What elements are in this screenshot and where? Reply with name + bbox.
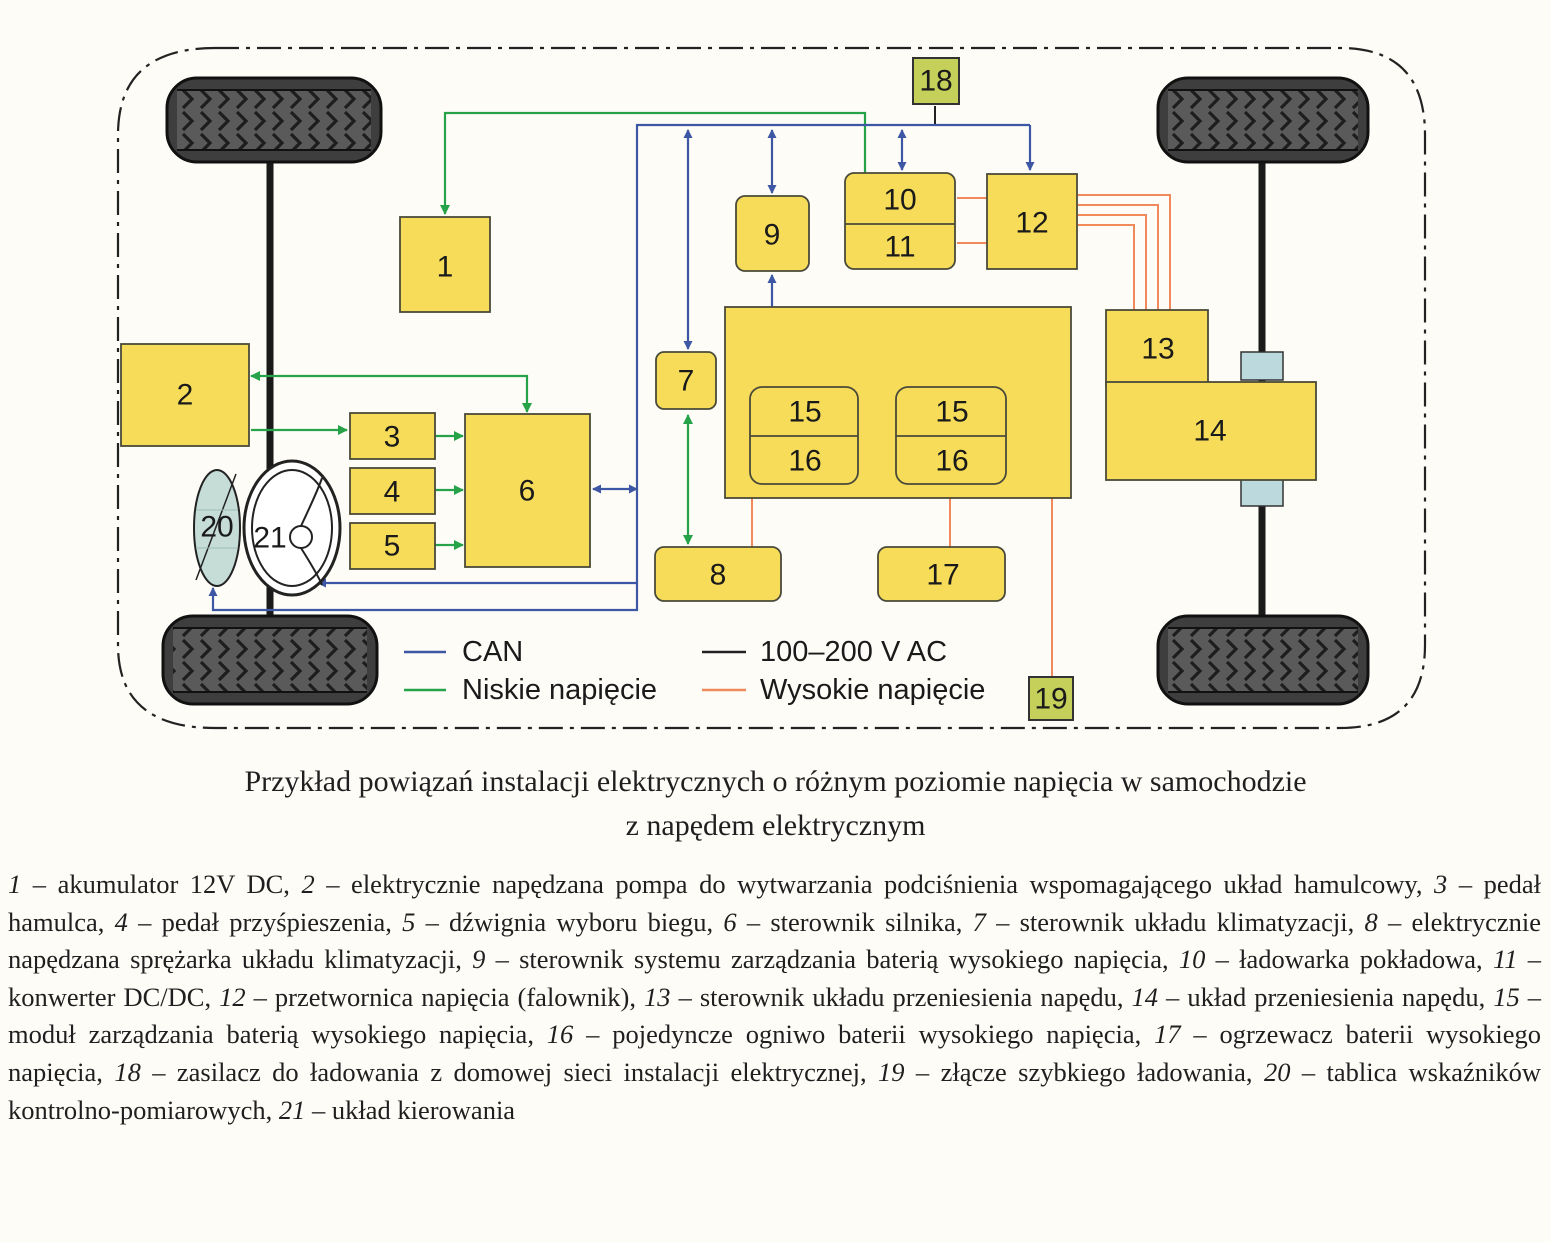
desc-item-13: 13 – sterownik układu przeniesienia napę… [644,981,1132,1012]
desc-item-7: 7 – sterownik układu klimatyzacji, [972,906,1365,937]
block-label: 5 [384,530,401,563]
block-4-box [349,467,436,515]
block-label: 8 [710,559,727,592]
block-label: 3 [384,421,401,454]
legend-can-label: CAN [462,636,523,668]
block-label: 7 [678,365,695,398]
desc-item-19: 19 – złącze szybkiego ładowania, [878,1056,1264,1087]
legend-high-label: Wysokie napięcie [760,674,985,706]
block-label: 1 [437,251,454,284]
desc-item-21: 21 – układ kierowania [278,1094,516,1125]
block-label: 9 [764,219,781,252]
block-label: 4 [384,476,401,509]
desc-item-6: 6 – sterownik silnika, [723,906,973,937]
block-13-box [1105,309,1209,387]
desc-item-11: 11 – konwerter DC/DC, [8,944,1542,1012]
tire-rear-left [161,614,379,706]
block-label: 14 [1193,415,1226,448]
desc-item-5: 5 – dźwignia wyboru biegu, [402,906,724,937]
block-5-box [349,522,436,570]
block-label: 11 [884,231,915,264]
block-18-box [912,57,960,105]
block-label: 16 [935,445,968,478]
block-17-box [877,546,1006,602]
legend-ac-label: 100–200 V AC [760,636,947,668]
block-label: 2 [177,379,194,412]
block-label: 12 [1015,207,1048,240]
block-label: 21 [253,522,286,555]
block-label: 19 [1034,683,1067,716]
desc-item-15: 15 – moduł zarządzania baterią wysokiego… [8,981,1542,1050]
block-label: 15 [788,396,821,429]
tire-rear-right [1156,614,1370,706]
block-8-box [654,546,782,602]
desc-item-4: 4 – pedał przyśpieszenia, [114,906,403,937]
instrument-cluster-needle [195,473,237,581]
figure-caption-line-1: Przykład powiązań instalacji elektryczny… [244,765,1307,798]
low-voltage-wiring [250,111,867,550]
block-7-box [655,351,717,410]
tire-front-left [165,76,383,164]
block-1-box [399,216,491,313]
high-voltage-wiring [751,194,1171,678]
block-19-box [1028,676,1074,721]
block-9-box [735,195,810,272]
block-label: 20 [200,511,233,544]
desc-item-14: 14 – układ przeniesienia napędu, [1131,981,1494,1012]
right-axle-coupling-bottom [1240,477,1284,507]
block-2-box [120,343,250,447]
desc-item-12: 12 – przetwornica napięcia (falownik), [219,981,645,1012]
desc-item-8: 8 – elektrycznie napędzana sprężarka ukł… [8,906,1541,975]
block-10-11-box [844,172,956,270]
diagram-legend: CAN Niskie napięcie 100–200 V AC Wysokie… [404,636,985,706]
vehicle-outline [116,46,1427,730]
block-label: 16 [788,445,821,478]
right-axle-coupling-top [1240,351,1284,381]
steering-wheel-icon [242,459,342,597]
block-label: 13 [1141,333,1174,366]
block-12-box [986,173,1078,270]
instrument-cluster-icon [193,469,241,587]
block-14-box [1105,381,1317,481]
tire-front-right [1156,76,1370,164]
desc-item-9: 9 – sterownik systemu zarządzania bateri… [472,944,1179,975]
vehicle-wiring-diagram: 1 2 3 4 5 6 7 8 9 10 11 12 13 14 15 16 1… [116,46,1427,730]
block-label: 17 [926,559,959,592]
desc-item-10: 10 – ładowarka pokładowa, [1178,944,1493,975]
block-label: 18 [919,65,952,98]
desc-item-16: 16 – pojedyncze ogniwo baterii wysokiego… [546,1019,1155,1050]
desc-item-3: 3 – pedał hamulca, [8,869,1541,937]
block-6-box [464,413,591,568]
figure-caption-line-2: z napędem elektrycznym [625,809,926,842]
desc-item-20: 20 – tablica wskaźników kontrolno-pomiar… [8,1056,1541,1125]
block-label: 15 [935,396,968,429]
desc-item-1: 1 – akumulator 12V DC, [8,869,302,899]
legend-low-label: Niskie napięcie [462,674,657,706]
block-label: 6 [519,475,536,508]
block-3-box [349,412,436,460]
desc-item-18: 18 – zasilacz do ładowania z domowej sie… [114,1056,879,1087]
desc-item-2: 2 – elektrycznie napędzana pompa do wytw… [301,869,1435,899]
desc-item-17: 17 – ogrzewacz baterii wysokiego napięci… [8,1019,1541,1087]
figure-description: 1 – akumulator 12V DC, 2 – elektrycznie … [8,866,1541,1129]
block-label: 10 [883,184,916,217]
